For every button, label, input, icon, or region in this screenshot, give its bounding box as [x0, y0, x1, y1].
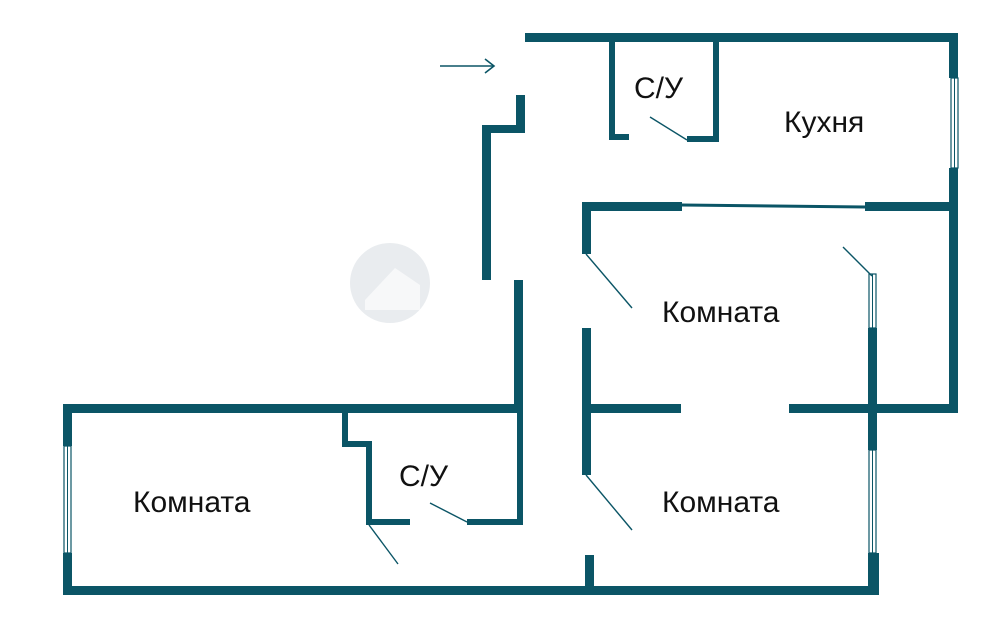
window-middle-room: [868, 273, 877, 329]
window-kitchen: [950, 77, 959, 169]
wall-bottom-stub: [585, 555, 594, 586]
wall-left-outer-top: [63, 404, 72, 446]
wall-bath-top-right: [713, 42, 719, 142]
entrance-arrow-icon: [440, 58, 496, 74]
label-kitchen: Кухня: [784, 106, 864, 139]
door-bottom-right-room: [585, 474, 633, 531]
wall-right-bottom: [868, 404, 958, 413]
label-room-middle: Комната: [662, 296, 780, 329]
wall-middle-room-top: [582, 202, 682, 211]
wall-bath-bottom-notch-h: [342, 441, 372, 447]
door-middle-room: [585, 253, 633, 309]
wall-corridor-left-lower: [514, 280, 523, 410]
door-bath-bottom: [429, 502, 468, 523]
wall-divider-left: [591, 404, 681, 413]
label-bathroom-bottom: С/У: [399, 460, 449, 493]
label-room-left: Комната: [133, 486, 251, 519]
wall-right-kitchen-top: [949, 33, 958, 78]
wall-middle-room-top-right: [865, 202, 958, 211]
door-middle-room-balcony: [842, 246, 873, 277]
window-bottom-right-room: [868, 449, 877, 554]
wall-middle-room-left-top: [582, 202, 591, 254]
wall-bath-top-left-stub: [609, 134, 629, 140]
wall-bath-bottom-left: [366, 441, 372, 525]
wall-corridor-notch-h: [482, 125, 525, 133]
wall-left-top: [63, 404, 523, 413]
wall-corridor-notch-v: [516, 95, 525, 133]
wall-bath-top-left: [609, 42, 615, 140]
door-bath-top: [649, 116, 688, 141]
wall-bath-bottom-right: [517, 413, 523, 525]
wall-bath-top-right-stub: [687, 136, 719, 142]
wall-middle-room-left-bottom: [582, 328, 591, 475]
wall-middle-room-right: [868, 328, 877, 450]
wall-top-outer: [525, 33, 958, 42]
wall-corridor-left: [482, 125, 491, 280]
wall-bath-bottom-notch-v: [342, 413, 348, 447]
walls: [63, 33, 958, 595]
door-left-room: [368, 524, 399, 565]
watermark-house-logo-icon: [350, 243, 430, 323]
wall-bath-bottom-bottom: [467, 519, 523, 525]
wall-left-outer-bottom: [63, 553, 72, 595]
wall-bottom: [63, 586, 879, 595]
wall-right-kitchen-bottom: [949, 168, 958, 413]
label-room-bottom-right: Комната: [662, 486, 780, 519]
window-left-room: [63, 445, 72, 554]
wall-divider-right: [789, 404, 879, 413]
wall-bottom-right: [868, 553, 879, 595]
label-bathroom-top: С/У: [634, 72, 684, 105]
door-swings: [368, 116, 873, 565]
wall-bath-bottom-left-stub: [366, 519, 410, 525]
